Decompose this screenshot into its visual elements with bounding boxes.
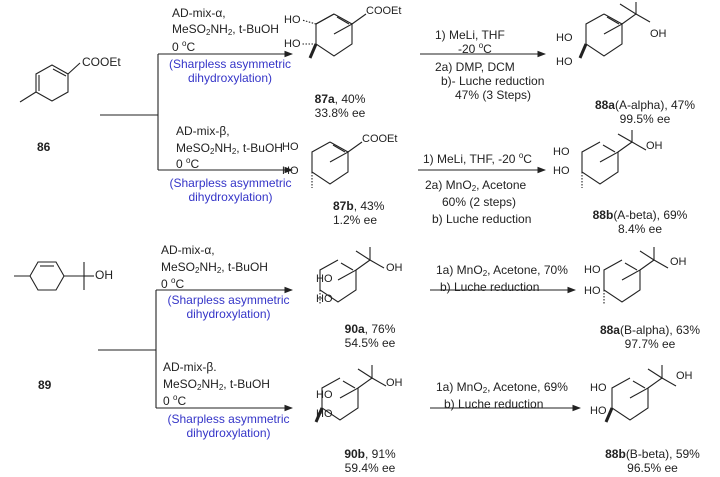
atom-ho-90b-1: HO xyxy=(316,389,333,401)
atom-ho-88aB-1: HO xyxy=(584,264,601,276)
compound-89-structure xyxy=(14,261,94,291)
product-88bA-label: 88b(A-beta), 69%8.4% ee xyxy=(592,208,688,236)
reagent-temp-4: 0 oC xyxy=(163,393,187,409)
compound-88bA-structure xyxy=(581,130,647,188)
atom-ho-88bA-1: HO xyxy=(553,146,570,158)
step-row4-line2: b) Luche reduction xyxy=(444,397,544,411)
step-row2-line3: 60% (2 steps) xyxy=(442,195,517,209)
compound-86-structure xyxy=(19,62,81,103)
compound-90a-structure xyxy=(319,247,385,304)
reagent-admix-beta-2: AD-mix-β, xyxy=(176,124,230,138)
atom-ho-87b-1: HO xyxy=(282,141,299,153)
compound-label-86: 86 xyxy=(37,140,51,154)
compound-88bB-structure xyxy=(604,365,677,423)
atom-ho-87b-2: HO xyxy=(282,165,299,177)
atom-ho-88aA-2: HO xyxy=(556,56,573,68)
atom-ho-88bB-2: HO xyxy=(590,405,607,417)
reagent-mesonh2-2: MeSO2NH2, t-BuOH xyxy=(176,141,283,156)
atom-ho-88aA-1: HO xyxy=(556,32,573,44)
atom-cooet-87a: COOEt xyxy=(366,5,402,17)
compound-label-89: 89 xyxy=(38,378,52,392)
step-row2-line2: 2a) MnO2, Acetone xyxy=(425,178,527,193)
atom-ho-88bB-1: HO xyxy=(590,382,607,394)
atom-ho-90a-1: HO xyxy=(316,273,333,285)
atom-oh-88aB: OH xyxy=(670,256,687,268)
atom-cooet-87b: COOEt xyxy=(362,133,398,145)
reagent-temp-3: 0 oC xyxy=(161,276,185,292)
step-row1-line4: b)- Luche reduction xyxy=(441,74,545,88)
step-row2-line1: 1) MeLi, THF, -20 oC xyxy=(423,151,532,167)
atom-ho-88bA-2: HO xyxy=(553,165,570,177)
reagent-temp-2: 0 oC xyxy=(176,156,200,172)
atom-ho-87a-2: HO xyxy=(284,38,301,50)
bracket-86 xyxy=(100,50,294,174)
compound-88aB-structure xyxy=(603,247,669,304)
atom-oh-90b: OH xyxy=(386,377,403,389)
reagent-admix-alpha-1: AD-mix-α, xyxy=(172,6,226,20)
reagent-mesonh2-4: MeSO2NH2, t-BuOH xyxy=(163,377,270,392)
step-row2-line4: b) Luche reduction xyxy=(432,212,532,226)
step-row3-line1: 1a) MnO2, Acetone, 70% xyxy=(436,263,568,278)
compound-87b-structure xyxy=(311,141,363,188)
product-90b-label: 90b, 91%59.4% ee xyxy=(344,447,396,475)
atom-oh-88aA: OH xyxy=(650,28,667,40)
product-88aA-label: 88a(A-alpha), 47%99.5% ee xyxy=(594,98,696,126)
reagent-admix-alpha-3: AD-mix-α, xyxy=(161,243,215,257)
product-87a-label: 87a, 40%33.8% ee xyxy=(314,92,366,120)
atom-oh-90a: OH xyxy=(386,262,403,274)
step-row1-line5: 47% (3 Steps) xyxy=(455,88,532,102)
atom-oh-89: OH xyxy=(95,268,113,282)
atom-oh-88bB: OH xyxy=(676,370,693,382)
atom-ho-87a-1: HO xyxy=(284,14,301,26)
step-row1-line3: 2a) DMP, DCM xyxy=(435,60,515,74)
compound-88aA-structure xyxy=(578,2,651,59)
product-88bB-label: 88b(B-beta), 59%96.5% ee xyxy=(605,447,700,475)
atom-ho-90a-2: HO xyxy=(316,293,333,305)
bracket-89 xyxy=(98,286,294,412)
atom-cooet-86: COOEt xyxy=(82,55,121,69)
step-row1-line2: -20 oC xyxy=(458,41,492,57)
step-row3-line2: b) Luche reduction xyxy=(440,280,540,294)
atom-ho-90b-2: HO xyxy=(316,408,333,420)
product-90a-label: 90a, 76%54.5% ee xyxy=(344,322,396,350)
reagent-admix-beta-4: AD-mix-β. xyxy=(163,360,217,374)
step-row1-line1: 1) MeLi, THF xyxy=(435,28,505,42)
step-row4-line1: 1a) MnO2, Acetone, 69% xyxy=(436,380,568,395)
atom-ho-88aB-2: HO xyxy=(584,285,601,297)
compound-87a-structure xyxy=(301,13,367,59)
reagent-mesonh2-1: MeSO2NH2, t-BuOH xyxy=(172,22,279,37)
reagent-temp-1: 0 oC xyxy=(172,39,196,55)
compound-90b-structure xyxy=(314,365,387,423)
product-88aB-label: 88a(B-alpha), 63%97.7% ee xyxy=(599,323,701,351)
atom-oh-88bA: OH xyxy=(646,140,663,152)
product-87b-label: 87b, 43%1.2% ee xyxy=(333,199,385,227)
reagent-mesonh2-3: MeSO2NH2, t-BuOH xyxy=(161,260,268,275)
